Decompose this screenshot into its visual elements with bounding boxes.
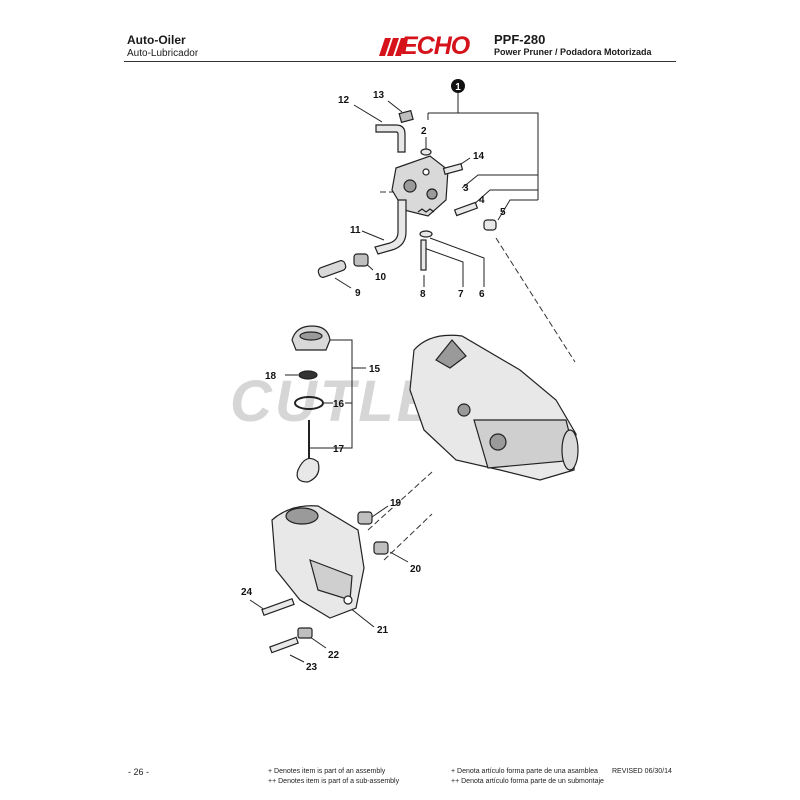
callout-12: 12 (338, 95, 350, 106)
callout-2: 2 (421, 126, 427, 137)
callout-6: 6 (479, 289, 485, 300)
footer-notes-es: + Denota artículo forma parte de una asa… (451, 767, 604, 787)
callout-9: 9 (355, 288, 361, 299)
assembly-marker-label: 1 (455, 82, 461, 93)
model-number: PPF-280 (494, 32, 546, 47)
footer-note-subassembly-es: ++ Denota artículo forma parte de un sub… (451, 778, 604, 785)
callout-14: 14 (473, 151, 485, 162)
header-divider (124, 61, 676, 62)
callout-20: 20 (410, 564, 422, 575)
footer-notes-en: + Denotes item is part of an assembly ++… (268, 767, 399, 787)
callout-22: 22 (328, 650, 340, 661)
logo-stripes-icon (379, 38, 405, 56)
callout-21: 21 (377, 625, 389, 636)
revision-date: REVISED 06/30/14 (612, 768, 672, 775)
callout-7: 7 (458, 289, 464, 300)
callout-18: 18 (265, 371, 277, 382)
callout-24: 24 (241, 587, 253, 598)
callout-4: 4 (479, 195, 485, 206)
callout-19: 19 (390, 498, 402, 509)
page-number: - 26 - (128, 767, 150, 777)
header-titles: Auto-Oiler Auto-Lubricador (127, 33, 198, 59)
footer-note-assembly-en: + Denotes item is part of an assembly (268, 768, 386, 775)
echo-logo: ECHO (379, 32, 487, 60)
page-title: Auto-Oiler (127, 33, 186, 47)
page-subtitle: Auto-Lubricador (127, 48, 199, 59)
callout-16: 16 (333, 399, 345, 410)
callout-5: 5 (500, 207, 506, 218)
callout-11: 11 (350, 225, 361, 236)
callout-13: 13 (373, 90, 385, 101)
logo-wordmark: ECHO (401, 32, 470, 60)
assembly-marker-1: 1 (451, 79, 465, 93)
model-description: Power Pruner / Podadora Motorizada (494, 47, 652, 57)
callout-3: 3 (463, 183, 469, 194)
callout-10: 10 (375, 272, 387, 283)
callout-15: 15 (369, 364, 381, 375)
footer-note-assembly-es: + Denota artículo forma parte de una asa… (451, 768, 598, 775)
callout-8: 8 (420, 289, 426, 300)
footer-note-subassembly-en: ++ Denotes item is part of a sub-assembl… (268, 778, 400, 785)
callout-23: 23 (306, 662, 318, 673)
callout-17: 17 (333, 444, 345, 455)
